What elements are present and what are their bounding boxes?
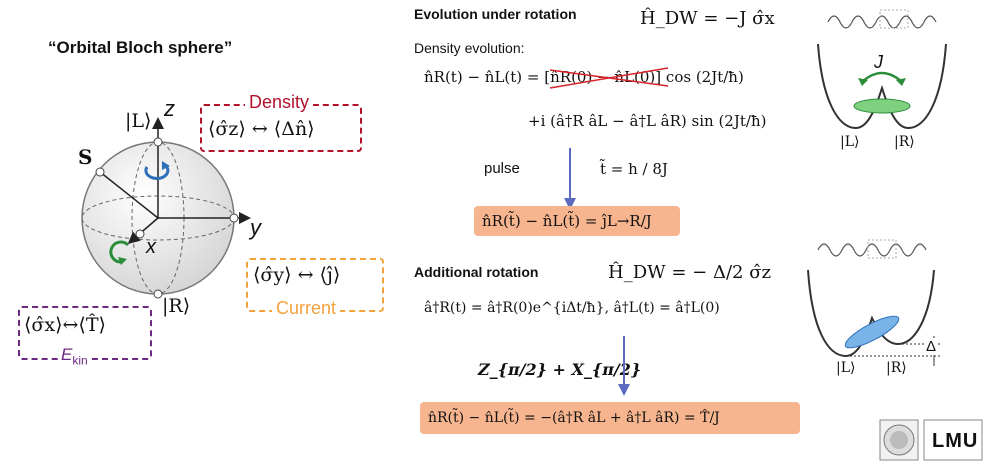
z-rotation-icon (144, 164, 170, 180)
x-rotation-icon (109, 240, 130, 264)
x-label: x (146, 236, 156, 258)
ekin-subscript: kin (72, 353, 88, 368)
current-result-equation: n̂R(t̃) − n̂L(t̃) = ĵL→R/J (482, 212, 652, 230)
well-top-L-label: |L⟩ (840, 134, 860, 150)
eq1-right: ] cos (2Jt/ħ) (655, 68, 744, 86)
z-label: z (164, 96, 175, 121)
double-well-top (817, 43, 947, 130)
delta-label: Δ (926, 338, 937, 355)
point-x (135, 229, 145, 239)
tunneling-J-label: J (874, 52, 883, 72)
additional-heading: Additional rotation (414, 264, 539, 280)
density-evolution-eq1: n̂R(t) − n̂L(t) = [n̂R(0) − n̂L(0)] cos … (424, 67, 744, 89)
density-equation: ⟨σ̂z⟩ ↔ ⟨Δn̂⟩ (208, 118, 315, 140)
density-evolution-eq2: +i (â†R âL − â†L âR) sin (2Jt/ħ) (528, 112, 767, 130)
kinetic-result-equation: n̂R(t̃) − n̂L(t̃) = −(â†R âL + â†L âR) =… (428, 410, 720, 426)
lattice-wave-bottom (817, 243, 927, 257)
green-wavefunction (853, 98, 911, 114)
lattice-wave-top (827, 15, 937, 29)
spin-vector (99, 171, 159, 219)
current-result-box (474, 206, 680, 236)
well-top-R-label: |R⟩ (894, 134, 915, 150)
pulse-sequence: Z_{π/2} + X_{π/2} (478, 360, 642, 379)
y-label: y (250, 215, 261, 240)
well-bottom-L-label: |L⟩ (836, 360, 856, 376)
point-R (153, 289, 163, 299)
state-L-label: |L⟩ (125, 110, 152, 132)
point-y (229, 213, 239, 223)
eq1-struck-term: n̂R(0) − n̂L(0) (549, 67, 669, 89)
rotation-hamiltonian: Ĥ_DW = −J σ̂x (640, 8, 775, 29)
point-S (95, 167, 105, 177)
asymmetry-hamiltonian: Ĥ_DW = − Δ/2 σ̂z (608, 262, 771, 283)
density-evolution-label: Density evolution: (414, 40, 525, 56)
state-R-label: |R⟩ (162, 295, 191, 317)
density-label: Density (245, 92, 314, 113)
t-tilde-equation: t̃ = h / 8J (600, 160, 668, 178)
operator-evolution-eq: â†R(t) = â†R(0)e^{iΔt/ħ}, â†L(t) = â†L(0… (424, 300, 720, 316)
current-equation: ⟨σ̂y⟩ ↔ ⟨ĵ⟩ (253, 264, 341, 286)
ekin-letter: E (61, 345, 73, 364)
kinetic-result-box (420, 402, 800, 434)
spin-label: S (78, 145, 93, 169)
evolution-heading: Evolution under rotation (414, 6, 577, 22)
current-label: Current (272, 298, 341, 319)
x-axis-line (127, 217, 159, 244)
ekin-label: Ekin (58, 345, 91, 368)
point-L (153, 137, 163, 147)
pulse-label: pulse (484, 160, 520, 177)
double-well-bottom (807, 269, 935, 358)
eq1-left: n̂R(t) − n̂L(t) = [ (424, 68, 551, 86)
ekin-equation: ⟨σ̂x⟩↔⟨T̂⟩ (24, 314, 106, 336)
tunneling-arrow (861, 71, 903, 83)
lmu-logo-text: LMU (932, 430, 979, 452)
bloch-title: “Orbital Bloch sphere” (48, 38, 233, 57)
well-bottom-R-label: |R⟩ (886, 360, 907, 376)
lmu-logo-box (923, 419, 983, 461)
blue-wavefunction (844, 315, 900, 349)
